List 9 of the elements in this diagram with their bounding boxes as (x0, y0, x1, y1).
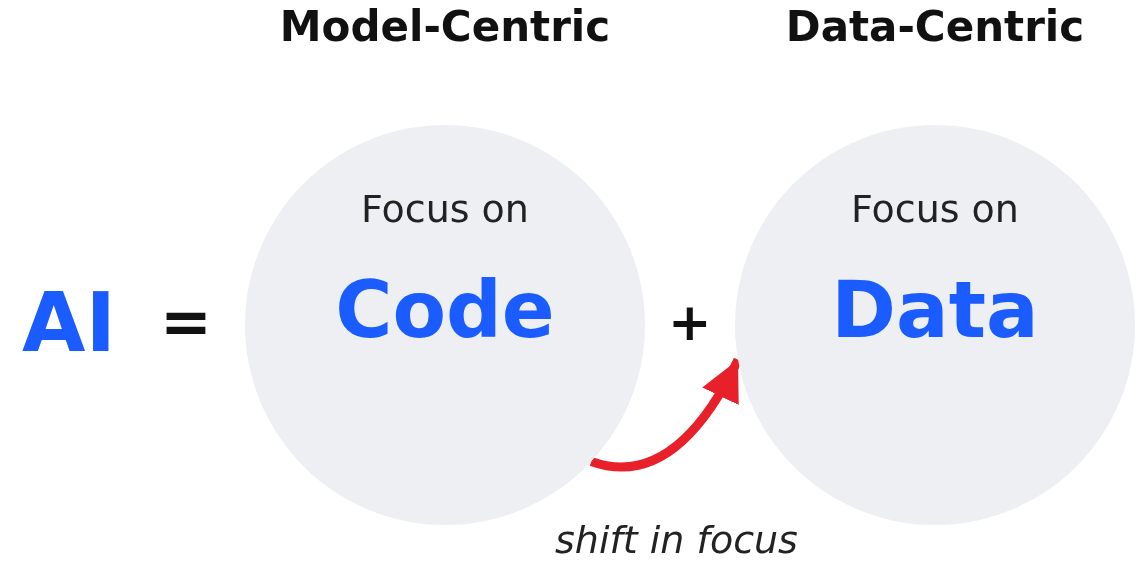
column-heading: Data-Centric (784, 2, 1086, 51)
key-word: Code (334, 265, 556, 355)
column-heading: Model-Centric (278, 2, 612, 51)
operator-sign: + (668, 292, 712, 352)
operator-sign: = (160, 285, 212, 358)
circle-caption: Focus on (850, 187, 1020, 231)
circle-caption: Focus on (360, 187, 530, 231)
key-word: Data (830, 265, 1040, 355)
equation-term: AI (22, 275, 116, 370)
